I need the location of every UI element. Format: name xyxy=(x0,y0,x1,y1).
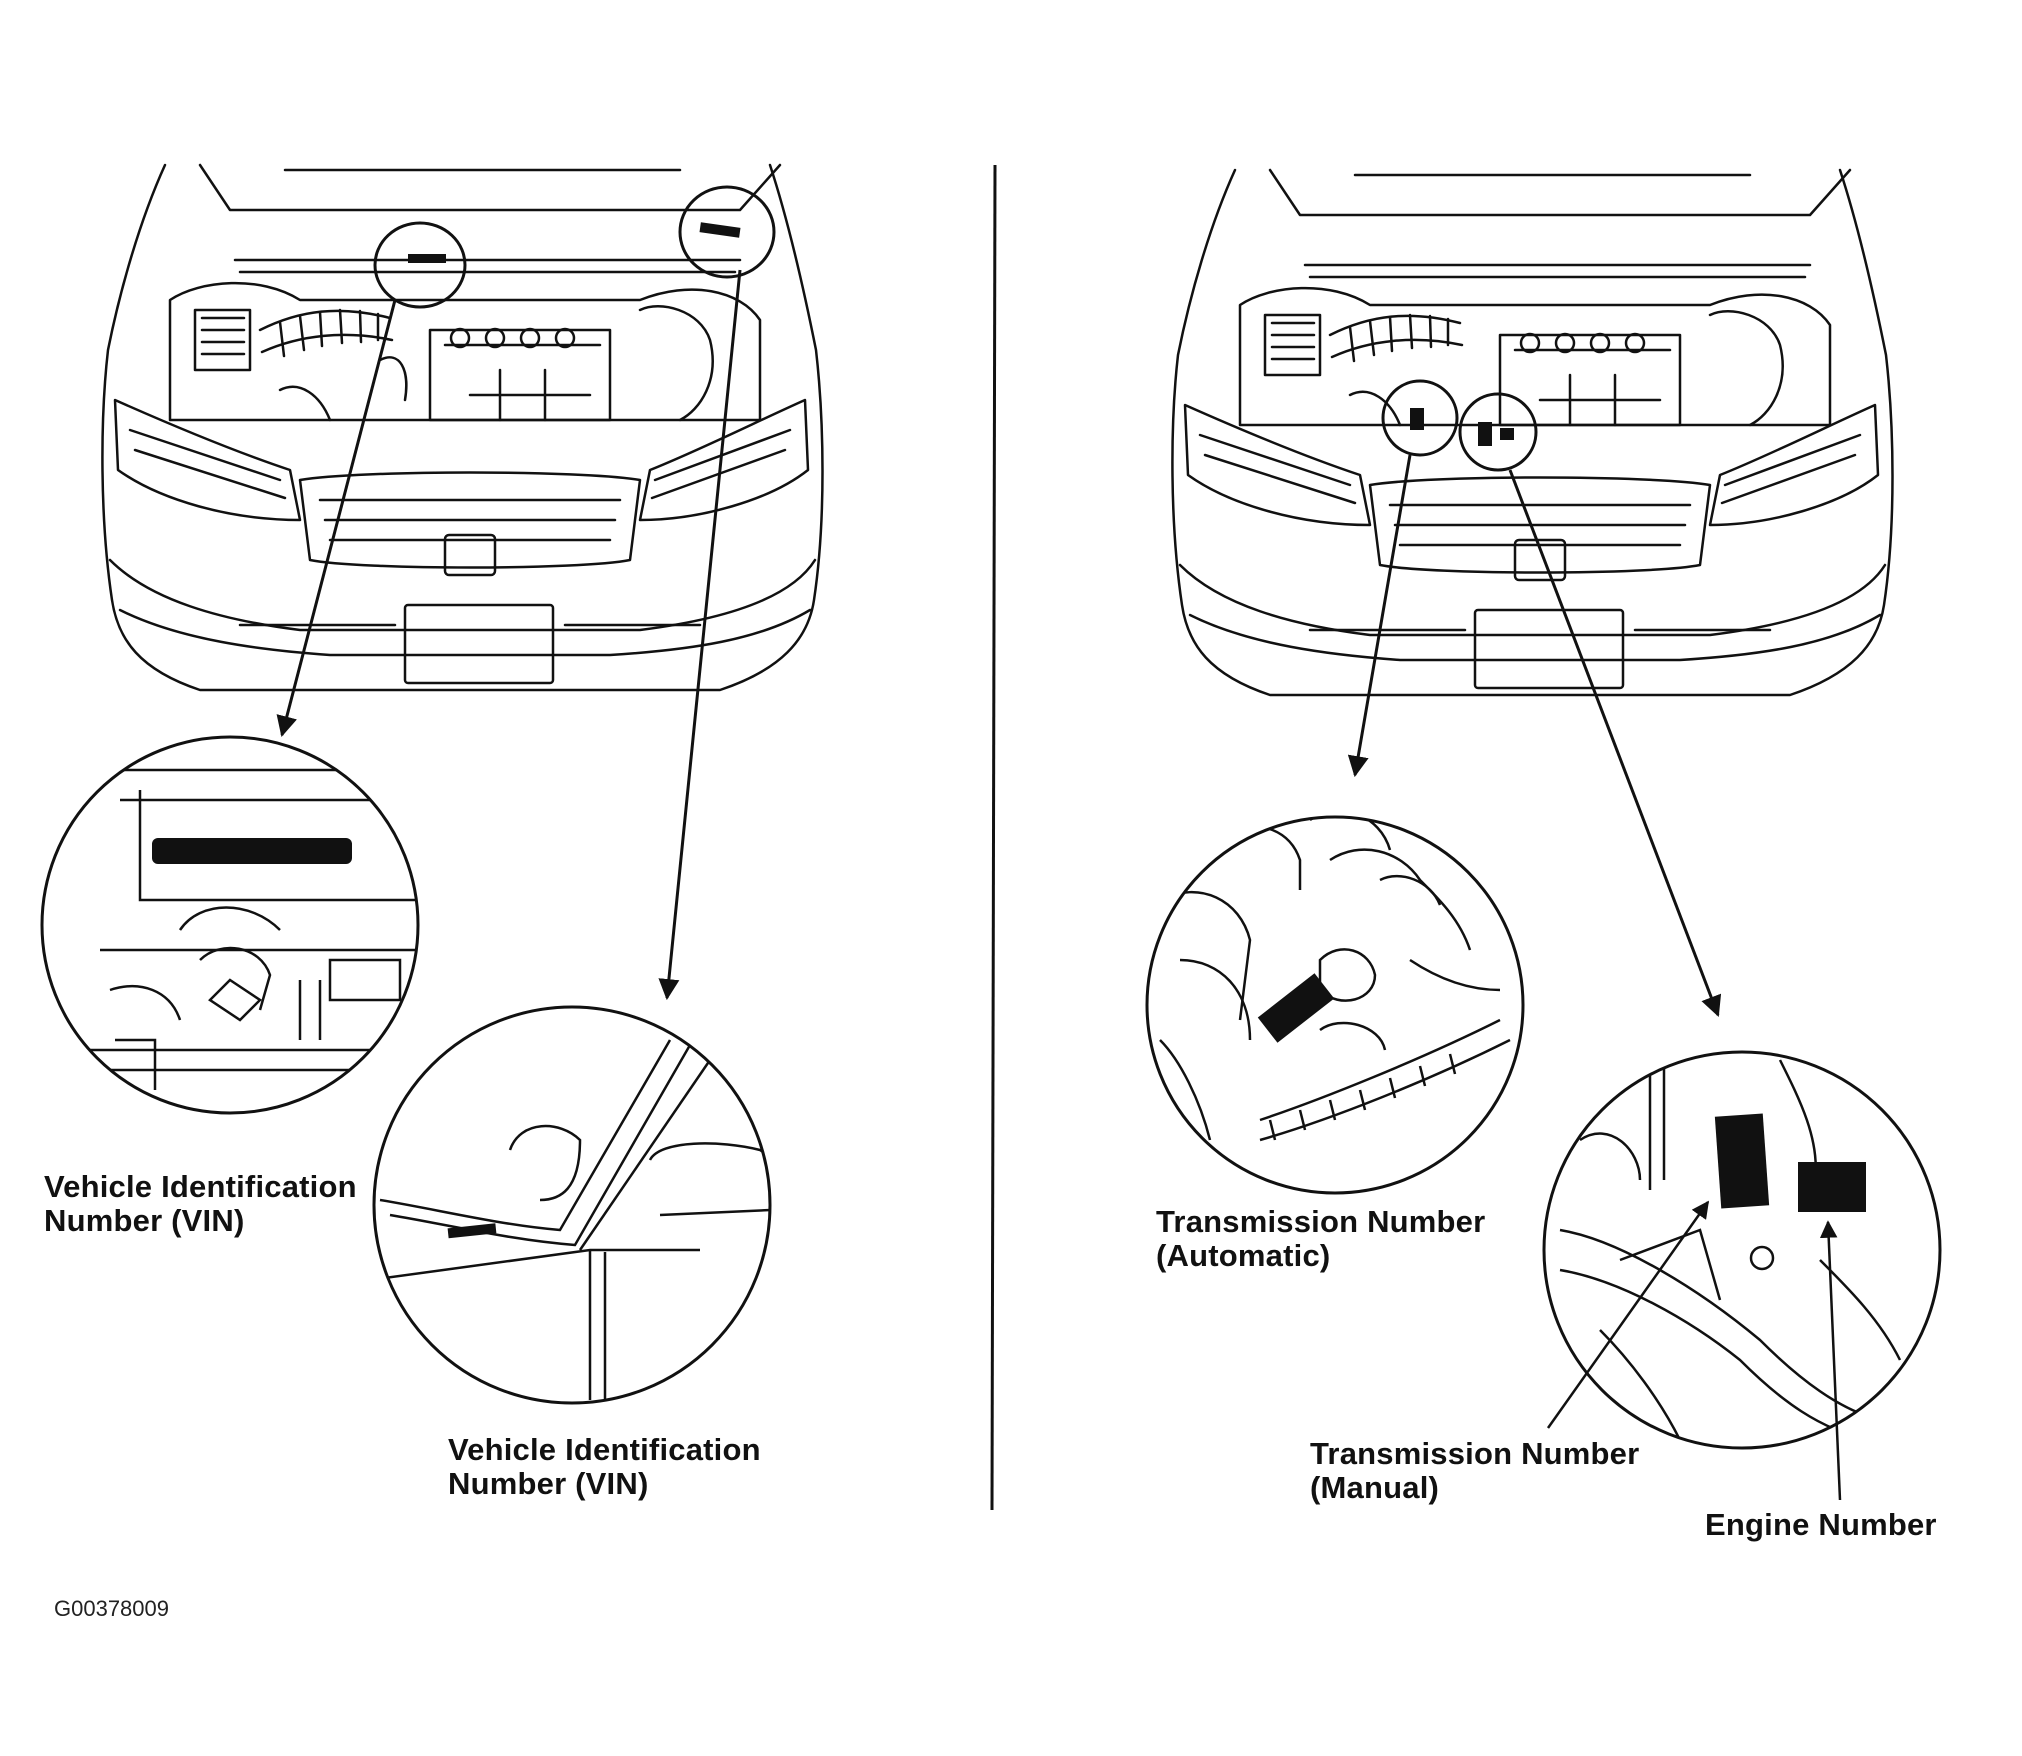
arrow-engine-bay-vin xyxy=(276,299,397,738)
detail-transmission-automatic xyxy=(1145,815,1525,1195)
label-vin-windshield-line1: Vehicle Identification xyxy=(448,1432,761,1467)
figure-id: G00378009 xyxy=(54,1596,169,1621)
panel-divider xyxy=(990,164,997,1511)
car-front-view-right xyxy=(1171,168,1894,697)
car-front-view-left xyxy=(101,163,824,692)
windshield-vin-plate xyxy=(699,222,741,238)
engine-bay-vin-plate xyxy=(408,254,446,263)
auto-transmission-plate xyxy=(1410,408,1424,430)
label-vin-engine-bay-line2: Number (VIN) xyxy=(44,1203,245,1238)
leader-manual-transmission xyxy=(1546,1200,1710,1429)
label-vin-engine-bay: Vehicle Identification Number (VIN) xyxy=(44,1170,357,1238)
arrow-windshield-vin xyxy=(658,269,742,1001)
label-engine-number: Engine Number xyxy=(1705,1508,1937,1542)
manual-transmission-plate xyxy=(1478,422,1492,446)
auto-transmission-marker xyxy=(1381,379,1459,457)
leader-engine-number xyxy=(1819,1220,1842,1501)
detail-transmission-manual-engine xyxy=(1542,1050,1942,1501)
engine-bay-vin-marker xyxy=(373,221,467,309)
label-transmission-manual-line2: (Manual) xyxy=(1310,1470,1440,1505)
label-transmission-automatic-line1: Transmission Number xyxy=(1156,1204,1486,1239)
label-vin-windshield: Vehicle Identification Number (VIN) xyxy=(448,1433,761,1501)
label-vin-windshield-line2: Number (VIN) xyxy=(448,1466,649,1501)
label-vin-engine-bay-line1: Vehicle Identification xyxy=(44,1169,357,1204)
arrow-auto-transmission xyxy=(1347,454,1412,778)
label-transmission-manual-line1: Transmission Number xyxy=(1310,1436,1640,1471)
label-transmission-manual: Transmission Number (Manual) xyxy=(1310,1437,1639,1505)
engine-number-plate xyxy=(1500,428,1514,440)
windshield-vin-marker xyxy=(678,185,776,279)
arrow-manual-transmission-engine xyxy=(1508,469,1722,1017)
detail-vin-engine-bay xyxy=(40,735,420,1115)
detail-vin-windshield xyxy=(372,1005,772,1405)
manual-transmission-engine-marker xyxy=(1458,392,1538,472)
label-engine-number-text: Engine Number xyxy=(1705,1507,1937,1542)
label-transmission-automatic-line2: (Automatic) xyxy=(1156,1238,1331,1273)
label-transmission-automatic: Transmission Number (Automatic) xyxy=(1156,1205,1485,1273)
